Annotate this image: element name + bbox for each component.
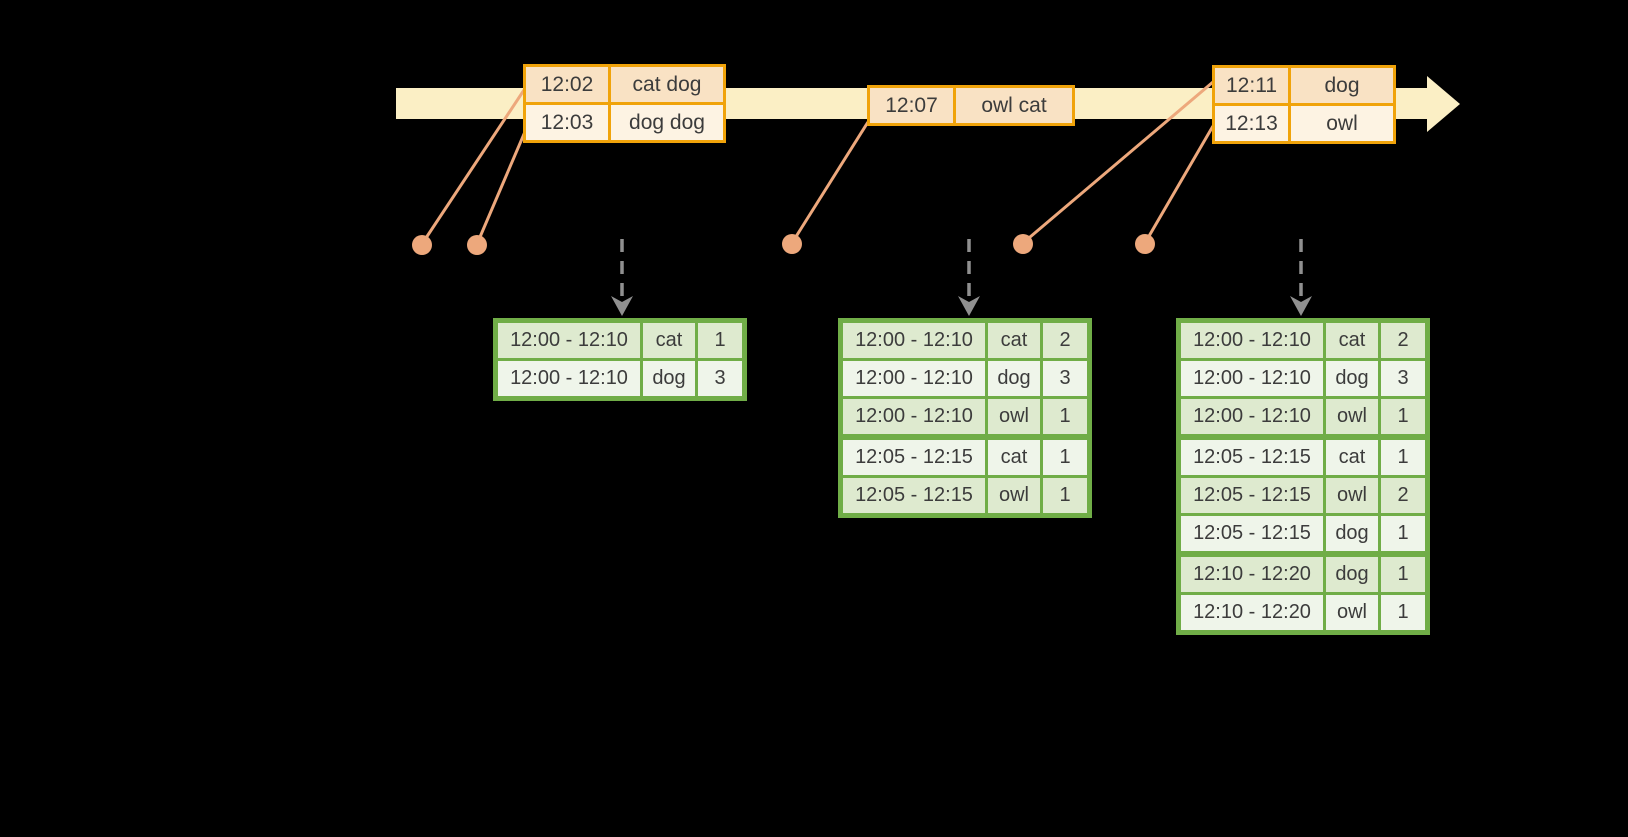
result-count: 1 [1381,595,1425,630]
result-count: 2 [1381,478,1425,513]
event-words: owl [1291,106,1393,141]
result-window: 12:10 - 12:20 [1181,595,1323,630]
event-dot-icon [782,234,802,254]
result-word: cat [643,323,695,358]
result-word: owl [1326,478,1378,513]
result-window: 12:10 - 12:20 [1181,557,1323,592]
result-count: 1 [1043,440,1087,475]
result-window: 12:00 - 12:10 [1181,323,1323,358]
event-dot-icon [1135,234,1155,254]
result-count: 1 [1381,516,1425,551]
result-word: owl [1326,399,1378,434]
result-count: 3 [698,361,742,396]
result-word: cat [1326,440,1378,475]
result-window: 12:05 - 12:15 [843,478,985,513]
result-count: 2 [1043,323,1087,358]
result-word: owl [988,478,1040,513]
result-count: 3 [1043,361,1087,396]
event-words: dog [1291,68,1393,103]
event-words: cat dog [611,67,723,102]
trigger-arrowhead-icon [1290,296,1312,316]
result-count: 1 [698,323,742,358]
result-window: 12:00 - 12:10 [843,361,985,396]
event-dot-icon [412,235,432,255]
timeline-arrowhead-icon [1427,76,1460,132]
trigger-arrowhead-icon [958,296,980,316]
event-connector-line [475,119,532,245]
result-word: dog [1326,557,1378,592]
result-count: 1 [1381,557,1425,592]
result-word: cat [988,440,1040,475]
event-time: 12:07 [870,88,953,123]
result-count: 2 [1381,323,1425,358]
result-count: 1 [1043,478,1087,513]
result-word: dog [643,361,695,396]
result-window: 12:00 - 12:10 [843,323,985,358]
result-count: 1 [1381,440,1425,475]
event-connector-line [1143,125,1215,244]
event-connector-line [790,121,870,244]
result-window: 12:05 - 12:15 [1181,516,1323,551]
event-dot-icon [467,235,487,255]
event-time: 12:13 [1215,106,1288,141]
event-words: dog dog [611,105,723,140]
event-time: 12:11 [1215,68,1288,103]
result-window: 12:00 - 12:10 [498,361,640,396]
result-count: 1 [1043,399,1087,434]
result-word: cat [988,323,1040,358]
event-words: owl cat [956,88,1072,123]
result-word: dog [988,361,1040,396]
result-word: dog [1326,361,1378,396]
result-word: dog [1326,516,1378,551]
event-time: 12:03 [526,105,608,140]
result-window: 12:05 - 12:15 [1181,478,1323,513]
result-word: owl [1326,595,1378,630]
event-time: 12:02 [526,67,608,102]
result-count: 3 [1381,361,1425,396]
result-window: 12:05 - 12:15 [1181,440,1323,475]
result-window: 12:05 - 12:15 [843,440,985,475]
result-word: owl [988,399,1040,434]
result-window: 12:00 - 12:10 [498,323,640,358]
event-connector-line [1022,80,1214,245]
event-connector-line [420,89,526,245]
result-window: 12:00 - 12:10 [1181,399,1323,434]
trigger-arrowhead-icon [611,296,633,316]
result-window: 12:00 - 12:10 [843,399,985,434]
result-window: 12:00 - 12:10 [1181,361,1323,396]
result-word: cat [1326,323,1378,358]
result-count: 1 [1381,399,1425,434]
event-dot-icon [1013,234,1033,254]
